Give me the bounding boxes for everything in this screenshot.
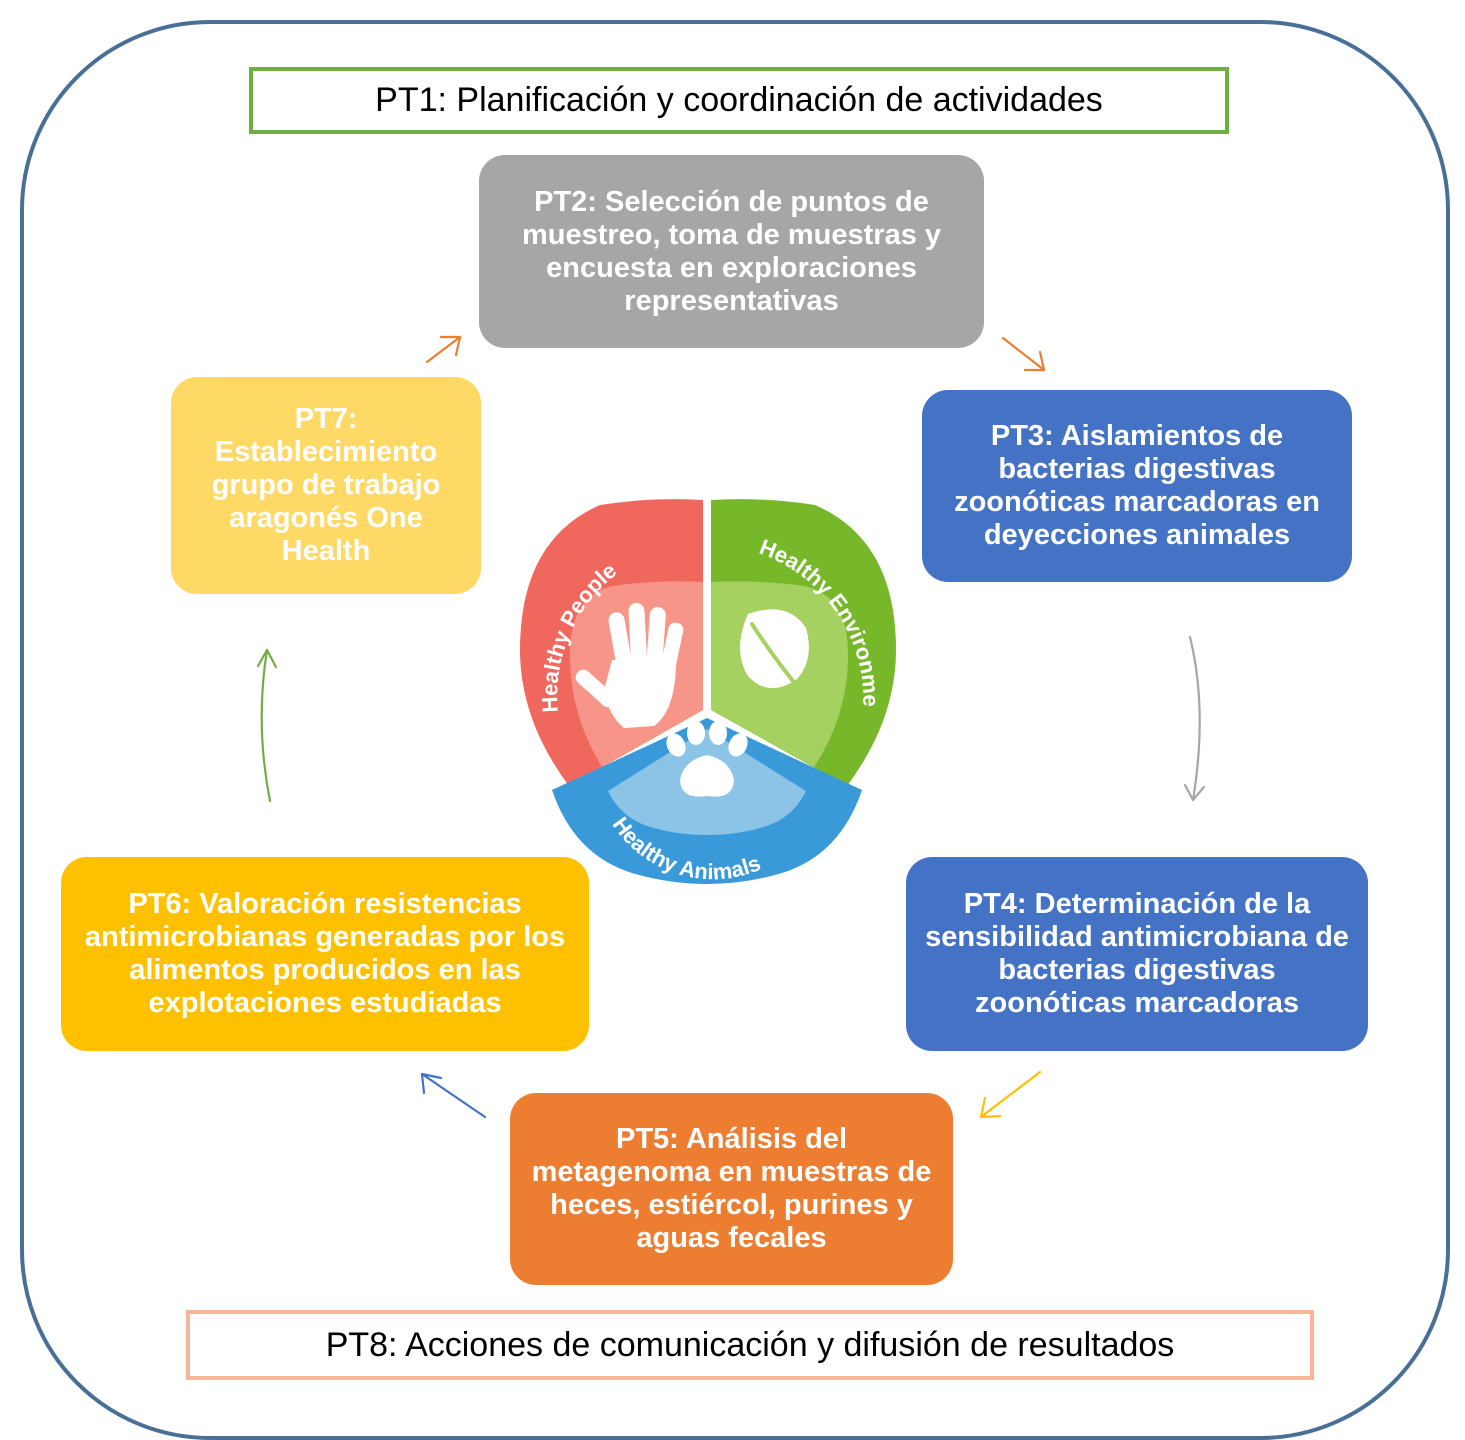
- leaf-icon: [740, 609, 809, 699]
- pt3-box: PT3: Aislamientos de bacterias digestiva…: [922, 390, 1352, 582]
- pt2-box: PT2: Selección de puntos de muestreo, to…: [479, 155, 984, 348]
- paw-icon: [666, 721, 748, 797]
- pt6-box: PT6: Valoración resistencias antimicrobi…: [61, 857, 589, 1051]
- arrow-pt7-to-pt2: [425, 335, 462, 364]
- arrow-pt4-to-pt5: [979, 1070, 1042, 1119]
- pt1-banner: PT1: Planificación y coordinación de act…: [249, 67, 1229, 134]
- pt5-box: PT5: Análisis del metagenoma en muestras…: [510, 1093, 953, 1285]
- pt4-box: PT4: Determinación de la sensibilidad an…: [906, 857, 1368, 1051]
- pt8-banner: PT8: Acciones de comunicación y difusión…: [186, 1310, 1314, 1380]
- arrow-pt5-to-pt6: [420, 1072, 487, 1119]
- hand-icon: [575, 603, 684, 728]
- pt7-box: PT7: Establecimiento grupo de trabajo ar…: [171, 377, 481, 594]
- arrow-pt3-to-pt4: [1183, 635, 1206, 802]
- arrow-pt6-to-pt7: [256, 648, 278, 803]
- arrow-pt2-to-pt3: [1001, 336, 1046, 372]
